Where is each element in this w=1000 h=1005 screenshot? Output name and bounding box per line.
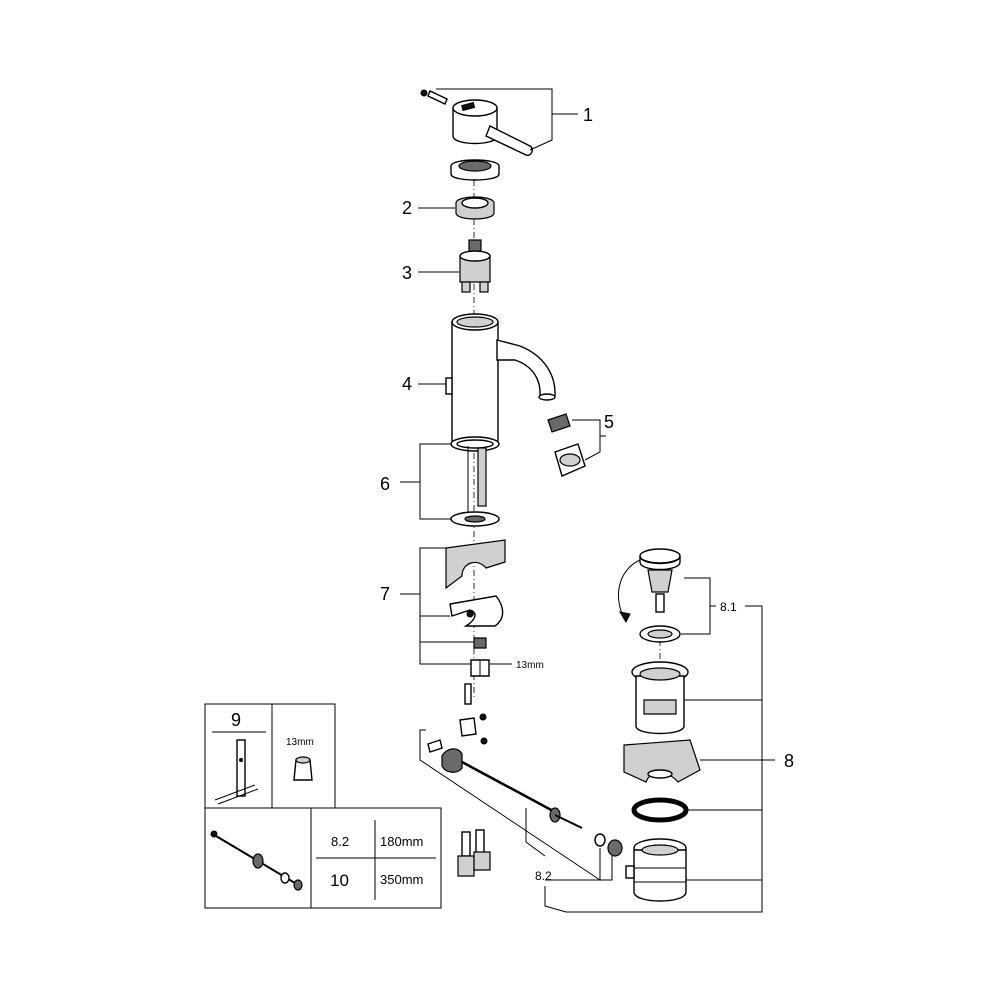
- callout-1: 1: [583, 105, 593, 125]
- faucet-body: [445, 313, 556, 449]
- cover-ring: [450, 159, 500, 181]
- leader-7-washer: [419, 616, 474, 643]
- callout-3: 3: [402, 263, 412, 283]
- callout-4: 4: [402, 374, 412, 394]
- aerator: [547, 413, 586, 477]
- supply-hoses: [457, 829, 491, 877]
- hex-socket-icon: [293, 756, 313, 781]
- socket-wrench-icon: [214, 739, 259, 805]
- fixing-set: [445, 539, 506, 677]
- mixer-cartridge: [459, 239, 491, 293]
- leader-5-bottom: [584, 436, 601, 461]
- callout-2: 2: [402, 198, 412, 218]
- table-length-180: 180mm: [380, 834, 423, 849]
- leader-5-top: [572, 419, 606, 437]
- length-table-inset: 8.2 180mm 10 350mm: [204, 807, 442, 909]
- rod-icon: [210, 830, 303, 891]
- leader-8-2-mid: [525, 808, 546, 857]
- table-part-8-2: 8.2: [331, 834, 349, 849]
- callout-6: 6: [380, 474, 390, 494]
- drain-seal-ring: [631, 797, 689, 823]
- callout-8: 8: [784, 751, 794, 771]
- leader-8-2-right: [545, 856, 613, 881]
- leader-8-1-top: [684, 577, 716, 607]
- callout-7: 7: [380, 584, 390, 604]
- leader-7-top: [400, 547, 446, 595]
- table-length-350: 350mm: [380, 872, 423, 887]
- callout-5: 5: [604, 412, 614, 432]
- drain-gasket: [623, 739, 701, 783]
- leader-1-top: [436, 88, 578, 115]
- leader-8-1-bottom: [681, 606, 711, 635]
- tool-number: 9: [231, 710, 241, 730]
- callout-8-2: 8.2: [535, 869, 552, 883]
- drain-flange: [631, 661, 689, 735]
- leader-8-1-right: [745, 605, 763, 760]
- tool-size-label: 13mm: [286, 737, 314, 748]
- leader-7-nut: [419, 642, 471, 665]
- leader-8-2-bottom: [544, 760, 763, 913]
- leader-6-bottom: [419, 482, 451, 520]
- leader-6-top: [400, 443, 451, 483]
- drain-body: [625, 838, 687, 902]
- handle-lever: [420, 89, 533, 157]
- stopper-gasket: [639, 625, 681, 643]
- pop-up-stopper: [618, 548, 681, 624]
- mounting-stud-set: [450, 436, 500, 527]
- leader-8-2-left: [419, 729, 601, 881]
- table-part-10: 10: [330, 871, 349, 890]
- nut-size-label: 13mm: [516, 660, 544, 671]
- leader-1-bottom: [529, 114, 553, 151]
- callout-8-1: 8.1: [720, 600, 737, 614]
- tool-inset: 9 13mm: [204, 703, 336, 809]
- cartridge-nut: [455, 196, 495, 220]
- leader-7-mid: [419, 594, 450, 617]
- pop-up-linkage: [427, 683, 623, 857]
